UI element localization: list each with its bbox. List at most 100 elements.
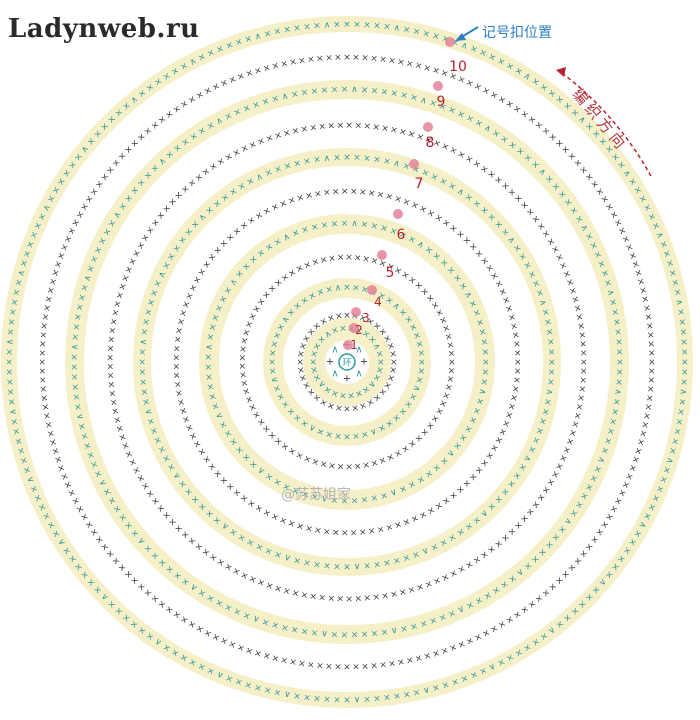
stitch-symbol: ∧ bbox=[282, 232, 292, 244]
stitch-symbol: ∧ bbox=[459, 40, 469, 52]
stitch-symbol: × bbox=[360, 428, 370, 440]
stitch-marker-dot bbox=[423, 122, 433, 132]
stitch-symbol: × bbox=[238, 362, 248, 370]
stitch-symbol: × bbox=[173, 335, 184, 344]
stitch-symbol: × bbox=[236, 181, 248, 193]
stitch-symbol: × bbox=[456, 638, 467, 650]
stitch-symbol: ∧ bbox=[604, 288, 615, 297]
stitch-symbol: × bbox=[166, 251, 178, 263]
stitch-symbol: × bbox=[138, 358, 148, 366]
stitch-symbol: × bbox=[84, 194, 96, 206]
round-band bbox=[65, 80, 629, 644]
stitch-symbol: × bbox=[272, 236, 284, 248]
stitch-symbol: × bbox=[440, 34, 450, 46]
stitch-symbol: × bbox=[412, 686, 421, 697]
stitch-symbol: × bbox=[275, 391, 287, 402]
stitch-symbol: × bbox=[343, 561, 351, 571]
knitting-direction-arrow-icon bbox=[556, 67, 653, 179]
stitch-symbol: × bbox=[641, 411, 652, 420]
stitch-symbol: × bbox=[265, 579, 275, 591]
stitch-symbol: × bbox=[512, 358, 522, 366]
stitch-symbol: × bbox=[677, 328, 688, 336]
stitch-symbol: × bbox=[496, 287, 508, 298]
stitch-symbol: × bbox=[370, 372, 382, 383]
stitch-symbol: × bbox=[429, 540, 440, 552]
stitch-symbol: × bbox=[383, 417, 395, 430]
stitch-symbol: × bbox=[120, 273, 132, 284]
stitch-symbol: × bbox=[438, 536, 449, 548]
stitch-symbol: × bbox=[372, 558, 381, 569]
stitch-symbol: × bbox=[607, 417, 618, 427]
stitch-symbol: × bbox=[370, 54, 378, 65]
stitch-symbol: × bbox=[473, 396, 485, 406]
stitch-symbol: × bbox=[241, 386, 253, 396]
stitch-symbol: × bbox=[341, 187, 349, 197]
stitch-symbol: × bbox=[619, 479, 631, 490]
stitch-symbol: × bbox=[428, 412, 440, 424]
stitch-symbol: × bbox=[343, 661, 351, 671]
stitch-symbol: × bbox=[63, 479, 75, 490]
stitch-symbol: × bbox=[363, 560, 371, 571]
stitch-symbol: × bbox=[256, 416, 269, 428]
stitch-symbol: × bbox=[197, 125, 209, 137]
stitch-symbol: × bbox=[360, 628, 368, 638]
stitch-symbol: × bbox=[102, 486, 114, 497]
stitch-symbol: ∧ bbox=[252, 613, 262, 625]
stitch-symbol: × bbox=[372, 122, 381, 133]
stitch-symbol: × bbox=[669, 436, 680, 446]
stitch-symbol: × bbox=[629, 259, 641, 269]
stitch-symbol: × bbox=[218, 419, 230, 430]
stitch-symbol: × bbox=[115, 423, 127, 433]
stitch-symbol: × bbox=[197, 52, 208, 64]
stitch-symbol: × bbox=[354, 593, 362, 603]
stitch-symbol: × bbox=[676, 318, 687, 327]
pale-yellow-round-bands bbox=[1, 16, 693, 708]
stitch-symbol: × bbox=[516, 461, 528, 473]
stitch-symbol: × bbox=[263, 29, 273, 40]
stitch-symbol: × bbox=[373, 365, 385, 375]
stitch-symbol: × bbox=[106, 344, 116, 352]
stitch-symbol: × bbox=[331, 85, 339, 95]
stitch-symbol: × bbox=[145, 487, 158, 499]
marker-position-arrow-icon bbox=[455, 26, 479, 41]
stitch-symbol: × bbox=[442, 382, 454, 392]
stitch-symbol: × bbox=[546, 358, 556, 366]
stitch-symbol: × bbox=[476, 328, 487, 338]
stitch-symbol: × bbox=[40, 394, 51, 403]
stitch-symbol: × bbox=[456, 74, 467, 86]
stitch-symbol: × bbox=[79, 511, 91, 523]
stitch-symbol: × bbox=[227, 638, 238, 650]
stitch-symbol: × bbox=[310, 86, 319, 97]
stitch-symbol: × bbox=[423, 467, 435, 480]
stitch-symbol: × bbox=[332, 526, 340, 536]
stitch-symbol: × bbox=[262, 63, 272, 75]
stitch-symbol: × bbox=[357, 399, 368, 411]
stitch-symbol: × bbox=[318, 316, 330, 328]
stitch-symbol: × bbox=[124, 448, 136, 459]
stitch-symbol: ∧ bbox=[321, 493, 329, 504]
stitch-symbol: ∧ bbox=[543, 388, 554, 396]
stitch-symbol: × bbox=[534, 221, 547, 233]
stitch-symbol: × bbox=[660, 249, 672, 259]
stitch-symbol: × bbox=[248, 572, 259, 584]
stitch-symbol: × bbox=[117, 432, 129, 442]
stitch-symbol: × bbox=[361, 254, 370, 265]
stitch-symbol: × bbox=[345, 461, 353, 471]
stitch-symbol: × bbox=[282, 584, 292, 596]
stitch-symbol: × bbox=[433, 405, 445, 416]
stitch-symbol: × bbox=[383, 691, 392, 702]
stitch-symbol: × bbox=[53, 454, 65, 464]
stitch-symbol: ∧ bbox=[576, 114, 588, 126]
stitch-symbol: × bbox=[480, 358, 490, 366]
stitch-symbol: ∧ bbox=[112, 210, 124, 221]
stitch-symbol: × bbox=[296, 520, 306, 532]
stitch-symbol: × bbox=[79, 431, 91, 441]
stitch-symbol: × bbox=[244, 319, 256, 330]
stitch-symbol: × bbox=[442, 332, 454, 342]
stitch-symbol: × bbox=[343, 20, 351, 30]
stitch-symbol: × bbox=[135, 240, 147, 251]
stitch-ring: ×××∧××××××∧××××××∧××××××∧× bbox=[309, 324, 385, 400]
stitch-symbol: × bbox=[115, 290, 127, 300]
stitch-symbol: × bbox=[280, 440, 292, 453]
stitch-symbol: ∧ bbox=[316, 378, 328, 390]
